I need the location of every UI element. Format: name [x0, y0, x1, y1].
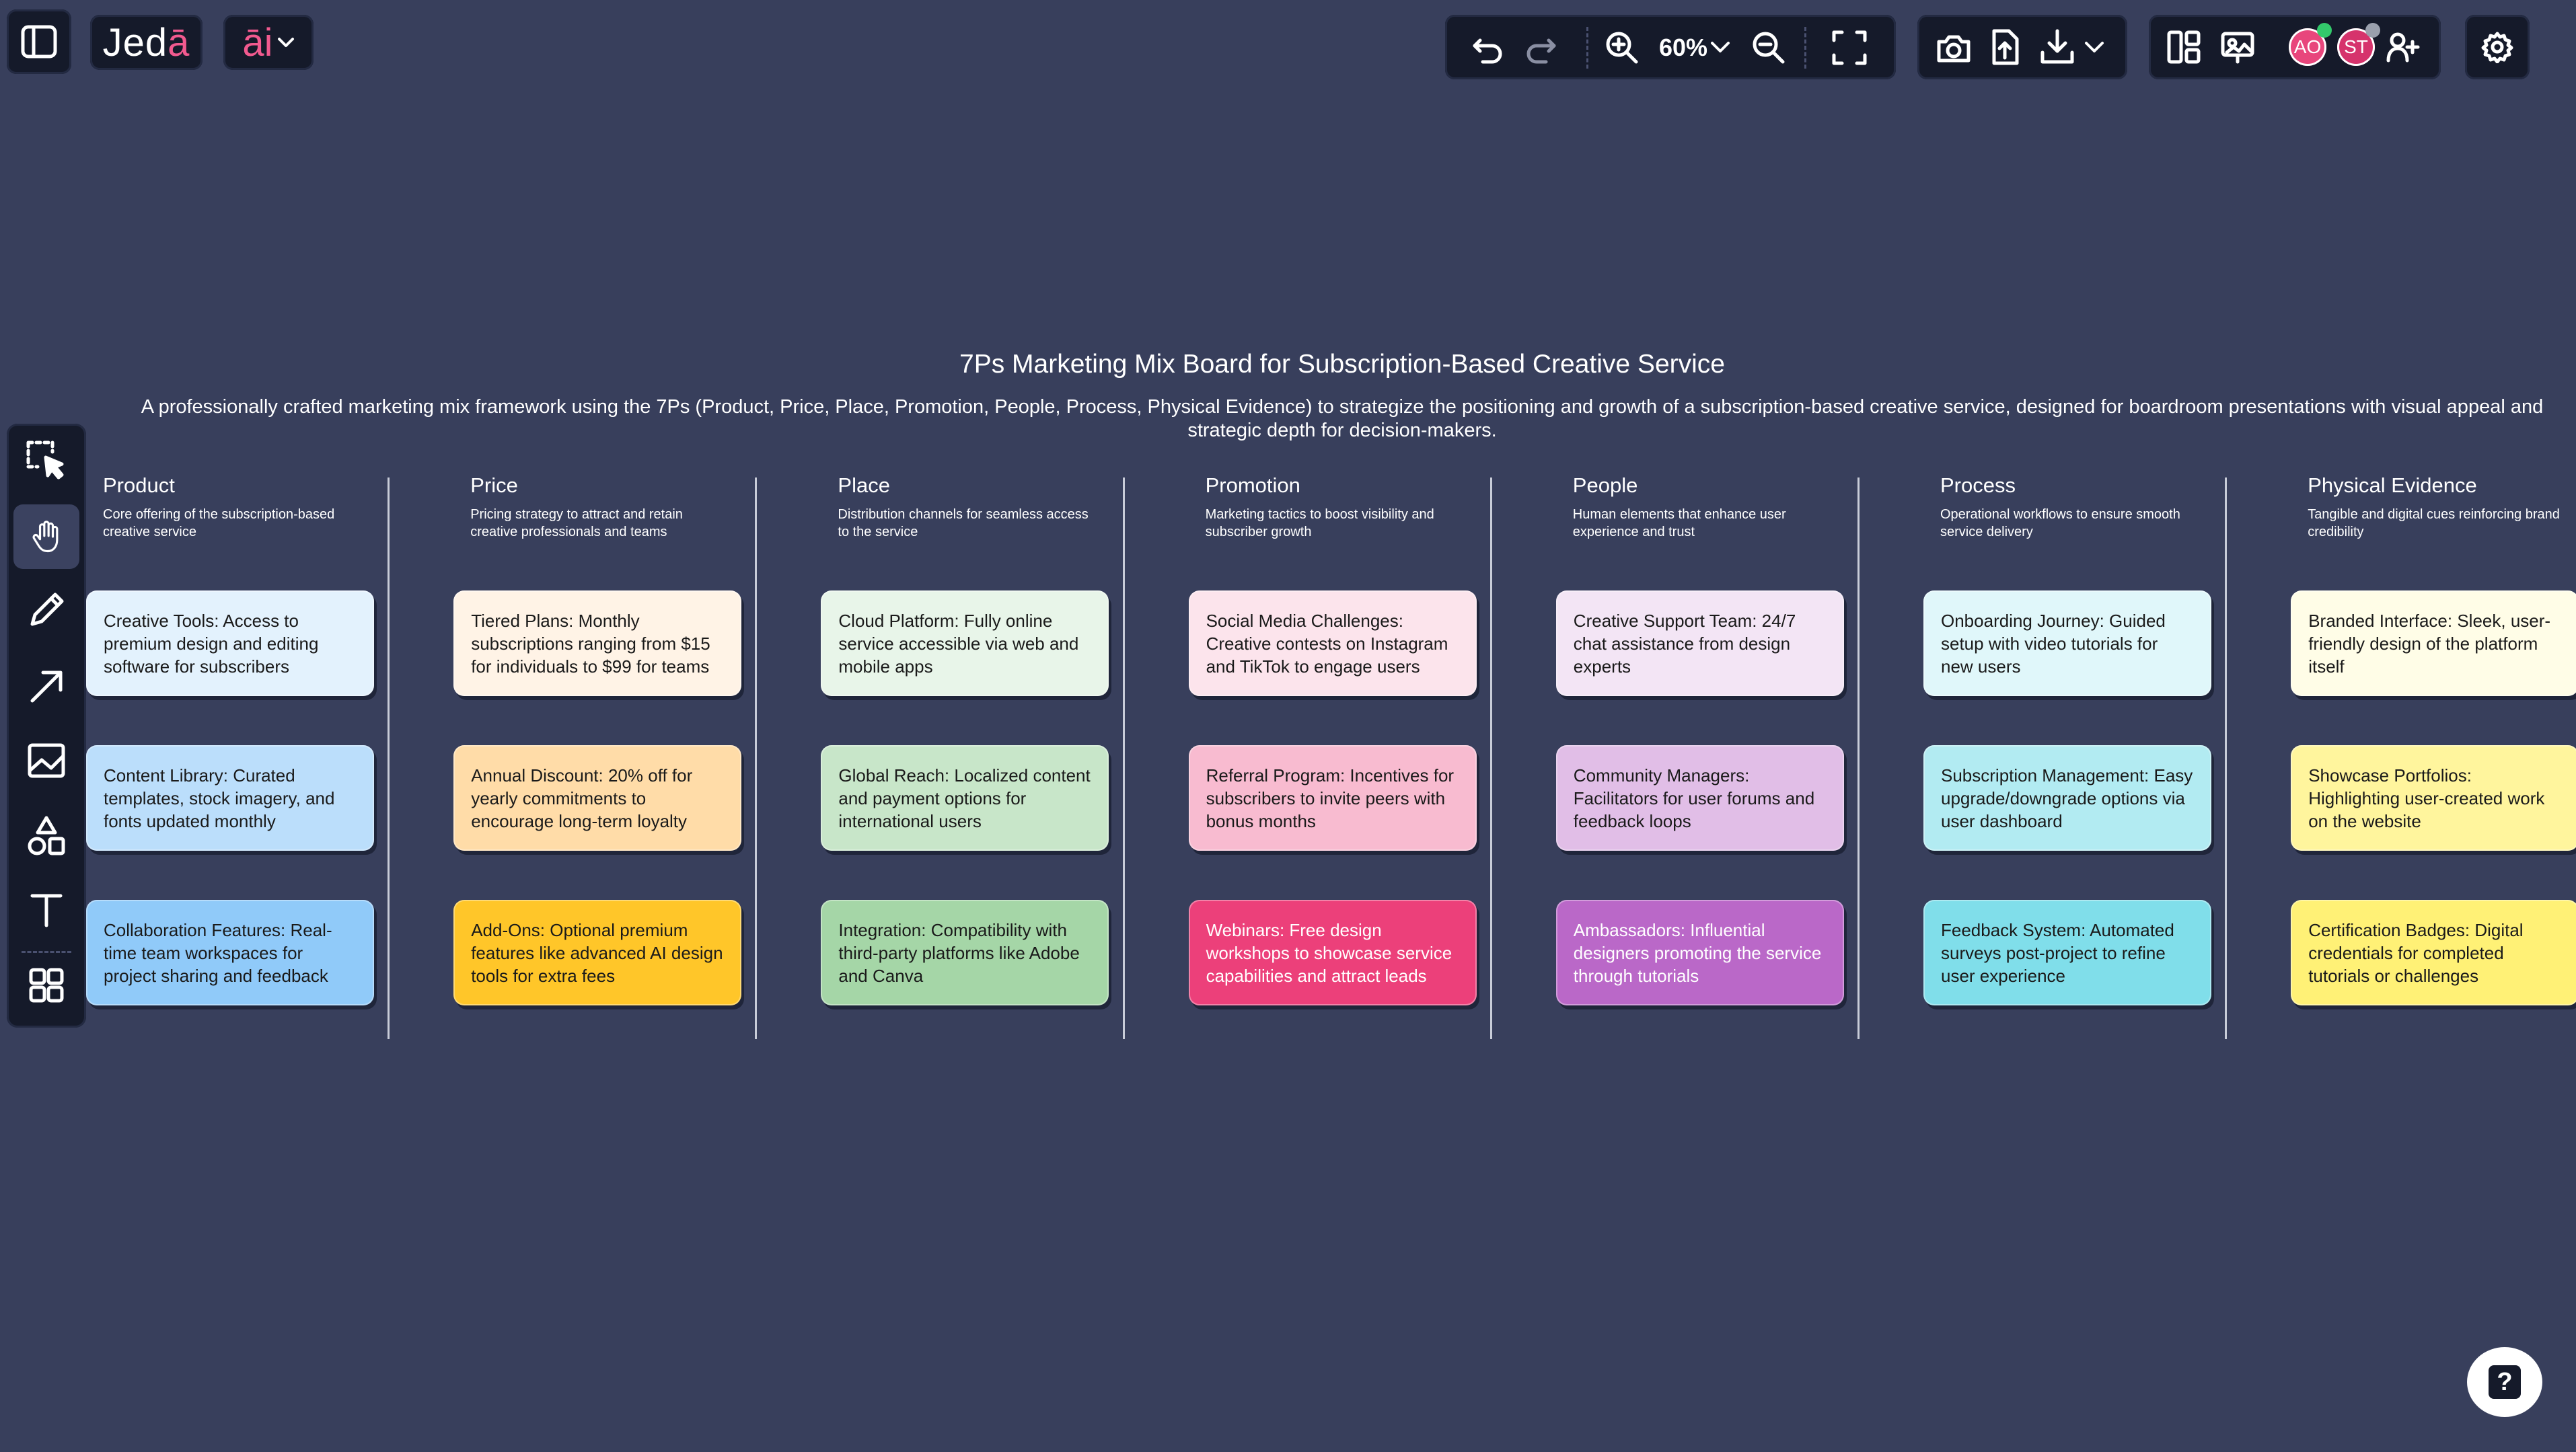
camera-icon[interactable] — [1936, 31, 1971, 65]
sticky-note-card[interactable]: Community Managers: Facilitators for use… — [1555, 745, 1844, 851]
logo[interactable]: Jedā — [90, 15, 203, 70]
text-tool-icon[interactable] — [27, 890, 66, 929]
sticky-note-card[interactable]: Cloud Platform: Fully online service acc… — [821, 590, 1109, 696]
sticky-note-card[interactable]: Content Library: Curated templates, stoc… — [86, 745, 374, 851]
gear-icon[interactable] — [2481, 31, 2513, 63]
column-description: Core offering of the subscription-based … — [103, 507, 335, 539]
sticky-note-card[interactable]: Annual Discount: 20% off for yearly comm… — [453, 745, 742, 851]
column-title: Physical Evidence — [2308, 473, 2477, 497]
export-toolbar — [1917, 15, 2127, 79]
sticky-note-card[interactable]: Referral Program: Incentives for subscri… — [1188, 745, 1477, 851]
collaboration-toolbar: AO ST — [2149, 15, 2441, 79]
sticky-note-card[interactable]: Onboarding Journey: Guided setup with vi… — [1923, 590, 2211, 696]
chevron-down-icon — [277, 36, 295, 49]
sticky-note-card[interactable]: Certification Badges: Digital credential… — [2291, 900, 2576, 1005]
avatar[interactable]: ST — [2337, 28, 2375, 66]
column-description: Operational workflows to ensure smooth s… — [1940, 507, 2180, 539]
settings-panel — [2465, 15, 2530, 79]
sticky-note-card[interactable]: Add-Ons: Optional premium features like … — [453, 900, 742, 1005]
sticky-note-card[interactable]: Creative Support Team: 24/7 chat assista… — [1555, 590, 1844, 696]
column-title: Promotion — [1205, 473, 1300, 497]
offline-status-dot — [2365, 23, 2380, 38]
fullscreen-icon[interactable] — [1831, 30, 1868, 66]
column-description: Distribution channels for seamless acces… — [838, 507, 1089, 539]
column-description: Tangible and digital cues reinforcing br… — [2308, 507, 2560, 539]
ai-menu-button[interactable]: āi — [223, 15, 314, 70]
sidebar-toggle-panel — [7, 9, 71, 74]
select-tool-icon[interactable] — [26, 440, 67, 482]
sticky-note-card[interactable]: Ambassadors: Influential designers promo… — [1555, 900, 1844, 1005]
templates-icon[interactable] — [28, 967, 65, 1003]
download-icon[interactable] — [2038, 28, 2076, 66]
help-icon: ? — [2489, 1365, 2521, 1399]
sticky-note-card[interactable]: Webinars: Free design workshops to showc… — [1188, 900, 1477, 1005]
zoom-in-icon[interactable] — [1604, 30, 1639, 65]
zoom-out-icon[interactable] — [1751, 30, 1786, 65]
sticky-note-card[interactable]: Tiered Plans: Monthly subscriptions rang… — [453, 590, 742, 696]
column-title: Process — [1940, 473, 2016, 497]
sticky-note-card[interactable]: Integration: Compatibility with third-pa… — [821, 900, 1109, 1005]
sticky-note-card[interactable]: Creative Tools: Access to premium design… — [86, 590, 374, 696]
undo-icon[interactable] — [1471, 31, 1504, 65]
sticky-note-card[interactable]: Feedback System: Automated surveys post-… — [1923, 900, 2211, 1005]
upload-icon[interactable] — [1989, 28, 2021, 66]
column-description: Human elements that enhance user experie… — [1572, 507, 1786, 539]
presentation-icon[interactable] — [2220, 30, 2255, 65]
redo-icon[interactable] — [1524, 31, 1558, 65]
sidebar-toggle-icon[interactable] — [20, 23, 58, 61]
column-description: Marketing tactics to boost visibility an… — [1205, 507, 1434, 539]
column-title: Place — [838, 473, 890, 497]
sticky-note-card[interactable]: Global Reach: Localized content and paym… — [821, 745, 1109, 851]
add-user-icon[interactable] — [2386, 31, 2421, 63]
sticky-note-card[interactable]: Showcase Portfolios: Highlighting user-c… — [2291, 745, 2576, 851]
column-divider — [2225, 477, 2228, 1039]
column-divider — [388, 477, 390, 1039]
column-divider — [755, 477, 758, 1039]
column-title: Price — [470, 473, 518, 497]
logo-text: Jed — [102, 20, 168, 65]
logo-accent: ā — [168, 20, 190, 65]
online-status-dot — [2317, 23, 2332, 38]
pencil-tool-icon[interactable] — [27, 590, 66, 629]
ai-label: āi — [242, 20, 273, 65]
toolbar-divider — [22, 951, 71, 953]
sticky-note-card[interactable]: Collaboration Features: Real-time team w… — [86, 900, 374, 1005]
zoom-dropdown-icon[interactable] — [1710, 39, 1730, 55]
arrow-tool-icon[interactable] — [27, 667, 66, 706]
column-divider — [1489, 477, 1492, 1039]
sticky-note-card[interactable]: Subscription Management: Easy upgrade/do… — [1923, 745, 2211, 851]
column-title: Product — [103, 473, 175, 497]
column-divider — [1857, 477, 1860, 1039]
column-divider — [1122, 477, 1125, 1039]
sticky-note-card[interactable]: Branded Interface: Sleek, user-friendly … — [2291, 590, 2576, 696]
hand-tool-icon[interactable] — [13, 504, 79, 569]
toolbar-divider — [1804, 27, 1806, 69]
shapes-tool-icon[interactable] — [27, 815, 66, 857]
download-dropdown-icon[interactable] — [2084, 39, 2104, 55]
board-title: 7Ps Marketing Mix Board for Subscription… — [959, 350, 1725, 379]
avatar-initials: ST — [2344, 36, 2368, 57]
tools-sidebar — [7, 424, 86, 1028]
sticky-note-card[interactable]: Social Media Challenges: Creative contes… — [1188, 590, 1477, 696]
toolbar-divider — [1586, 27, 1588, 69]
avatar-initials: AO — [2293, 36, 2322, 57]
column-description: Pricing strategy to attract and retain c… — [470, 507, 683, 539]
layout-icon[interactable] — [2166, 30, 2201, 65]
zoom-level[interactable]: 60% — [1659, 34, 1708, 61]
image-tool-icon[interactable] — [27, 741, 66, 780]
column-title: People — [1572, 473, 1638, 497]
edit-zoom-toolbar: 60% — [1445, 15, 1896, 79]
board-subtitle: A professionally crafted marketing mix f… — [141, 396, 2544, 441]
help-button[interactable]: ? — [2467, 1347, 2542, 1417]
